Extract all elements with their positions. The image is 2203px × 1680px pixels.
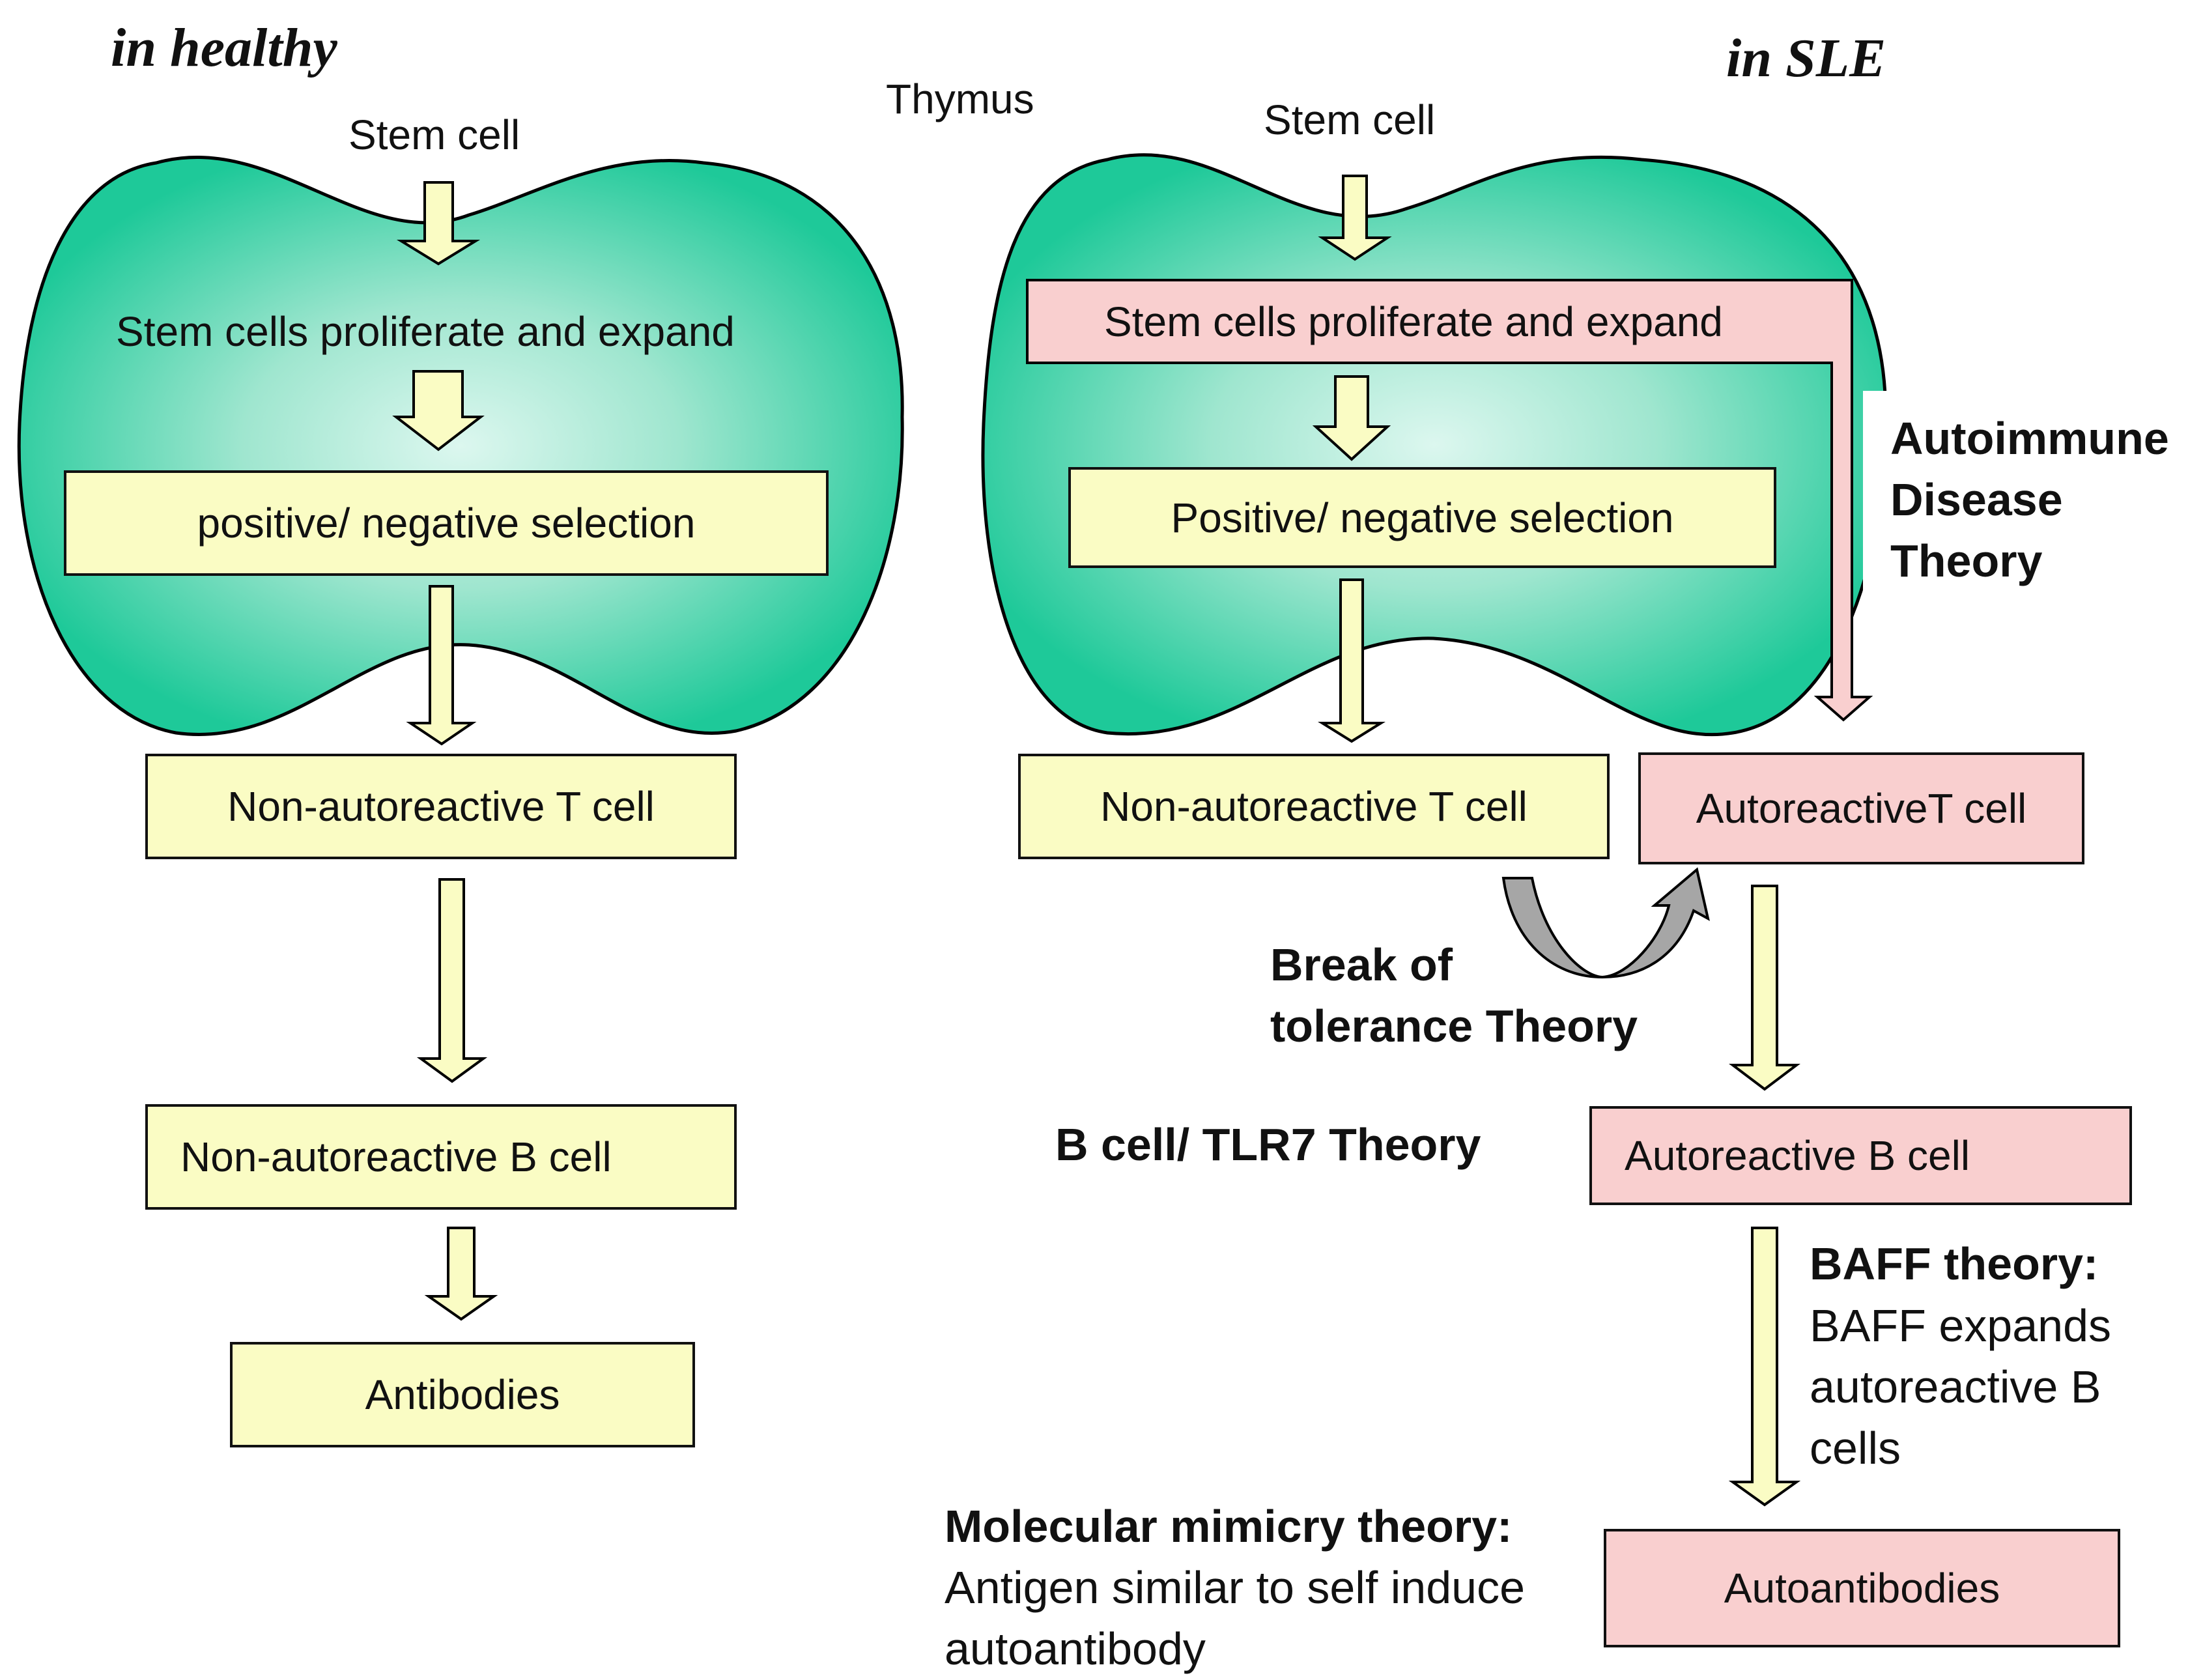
- healthy-stem-cell: Stem cell: [348, 111, 520, 158]
- healthy-tcell-box: Non-autoreactive T cell: [145, 754, 737, 859]
- arrow-break-of-tolerance: [1501, 867, 1710, 979]
- arrow-sle-selection-to-tcell: [1318, 578, 1386, 743]
- theory-baff-line3: cells: [1810, 1423, 1901, 1474]
- sle-auto-tcell-box: AutoreactiveT cell: [1638, 752, 2084, 864]
- arrow-sle-proliferate-to-selection: [1312, 375, 1391, 461]
- healthy-selection-label: positive/ negative selection: [197, 500, 696, 547]
- sle-autoantibodies-label: Autoantibodies: [1724, 1565, 2000, 1612]
- arrow-sle-stem-to-proliferate: [1318, 175, 1392, 261]
- theory-mimicry-line1: Antigen similar to self induce: [945, 1562, 1525, 1613]
- arrow-healthy-selection-to-tcell: [406, 585, 477, 746]
- arrow-autoimmune-path: [1026, 279, 1873, 722]
- sle-proliferate-text: Stem cells proliferate and expand: [1104, 298, 1723, 345]
- arrow-sle-bcell-to-autoantibodies: [1728, 1227, 1801, 1507]
- sle-autoantibodies-box: Autoantibodies: [1604, 1529, 2120, 1647]
- sle-nonauto-tcell-label: Non-autoreactive T cell: [1100, 783, 1528, 830]
- thymus-left-shape: [17, 156, 904, 736]
- sle-selection-box: Positive/ negative selection: [1068, 467, 1776, 568]
- sle-stem-cell: Stem cell: [1264, 96, 1436, 143]
- theory-baff-title: BAFF theory:: [1810, 1238, 2099, 1289]
- theory-mimicry-title: Molecular mimicry theory:: [945, 1501, 1513, 1552]
- arrow-healthy-tcell-to-bcell: [416, 878, 488, 1083]
- healthy-proliferate-text: Stem cells proliferate and expand: [116, 308, 735, 355]
- sle-nonauto-tcell-box: Non-autoreactive T cell: [1018, 754, 1610, 859]
- theory-baff-line2: autoreactive B: [1810, 1361, 2101, 1412]
- theory-autoimmune-line3: Theory: [1890, 535, 2043, 586]
- sle-auto-bcell-box: Autoreactive B cell: [1589, 1106, 2132, 1205]
- theory-bcell-tlr7: B cell/ TLR7 Theory: [1055, 1119, 1481, 1170]
- arrow-healthy-proliferate-to-selection: [392, 370, 485, 451]
- healthy-bcell-label: Non-autoreactive B cell: [180, 1133, 612, 1180]
- healthy-bcell-box: Non-autoreactive B cell: [145, 1104, 737, 1210]
- theory-autoimmune-line2: Disease: [1890, 474, 2063, 525]
- healthy-antibodies-label: Antibodies: [365, 1371, 560, 1418]
- header-sle: in SLE: [1726, 28, 1886, 89]
- theory-break-line1: Break of: [1270, 939, 1453, 990]
- theory-break-line2: tolerance Theory: [1270, 1001, 1638, 1051]
- theory-autoimmune-line1: Autoimmune: [1890, 413, 2169, 464]
- sle-auto-bcell-label: Autoreactive B cell: [1625, 1132, 1970, 1179]
- arrow-healthy-bcell-to-antibodies: [424, 1227, 498, 1321]
- healthy-tcell-label: Non-autoreactive T cell: [227, 783, 655, 830]
- theory-baff-line1: BAFF expands: [1810, 1300, 2111, 1351]
- thymus-right-shape: [981, 153, 1888, 737]
- theory-mimicry-line2: autoantibody: [945, 1623, 1206, 1674]
- sle-selection-label: Positive/ negative selection: [1171, 494, 1674, 541]
- arrow-healthy-stem-to-proliferate: [396, 181, 481, 266]
- label-thymus: Thymus: [886, 76, 1034, 122]
- autoimmune-text-backdrop: [1863, 391, 2203, 593]
- header-healthy: in healthy: [111, 18, 337, 78]
- arrow-sle-tcell-to-bcell: [1729, 885, 1800, 1091]
- healthy-antibodies-box: Antibodies: [230, 1342, 695, 1447]
- sle-auto-tcell-label: AutoreactiveT cell: [1696, 785, 2027, 832]
- healthy-selection-box: positive/ negative selection: [64, 470, 829, 576]
